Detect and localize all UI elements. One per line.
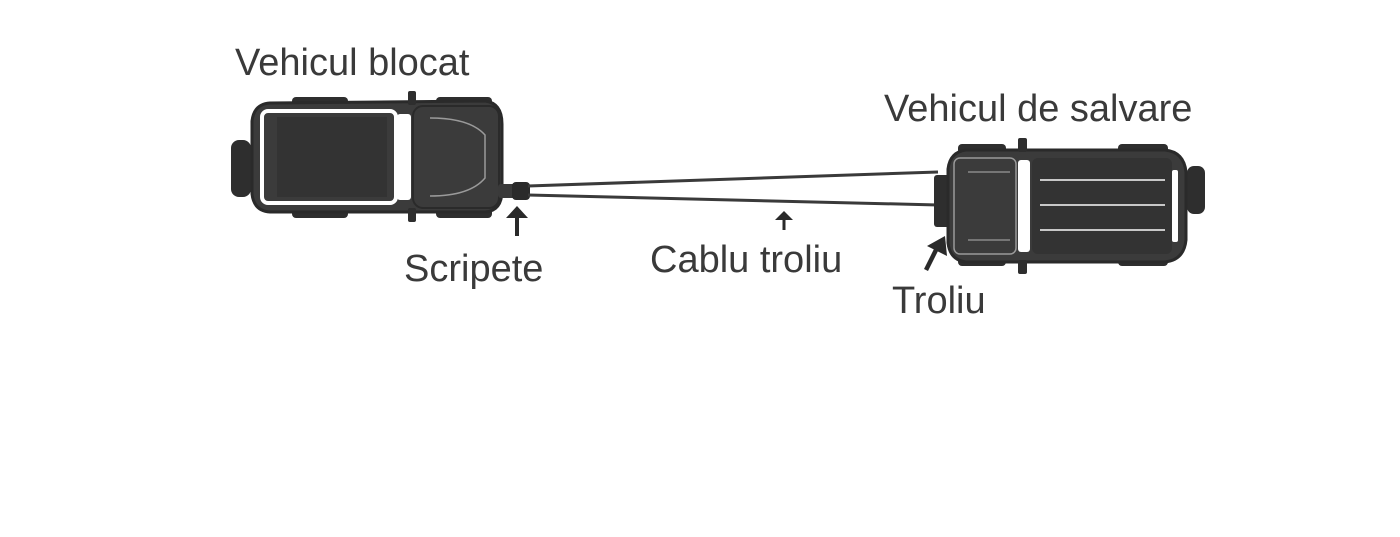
arrow-up-icon — [506, 206, 528, 236]
arrow-up-icon — [775, 211, 793, 230]
pulley-label: Scripete — [404, 248, 544, 290]
rescue-vehicle-icon — [934, 138, 1205, 274]
pulley-block — [498, 182, 530, 200]
pickup-bed — [260, 109, 398, 205]
rear-window — [397, 114, 411, 200]
stuck-vehicle-label: Vehicul blocat — [235, 42, 470, 84]
spare-tire — [231, 140, 251, 197]
pickup-bed-floor — [277, 117, 387, 197]
winch-cable-lines — [527, 170, 939, 207]
arrow-up-right-icon — [923, 236, 947, 272]
spare-tire — [1187, 166, 1205, 214]
hood — [953, 157, 1017, 255]
cab — [412, 105, 500, 209]
winch-cable-label: Cablu troliu — [650, 239, 843, 281]
mirror — [408, 91, 416, 105]
mirror — [1018, 260, 1027, 274]
rescue-vehicle-label: Vehicul de salvare — [884, 88, 1193, 130]
winch-label: Troliu — [892, 280, 986, 322]
stuck-vehicle-icon — [231, 91, 504, 222]
mirror — [1018, 138, 1027, 152]
windshield — [1018, 160, 1030, 252]
rear-window — [1172, 170, 1178, 242]
hood-line — [429, 117, 486, 197]
mirror — [408, 208, 416, 222]
